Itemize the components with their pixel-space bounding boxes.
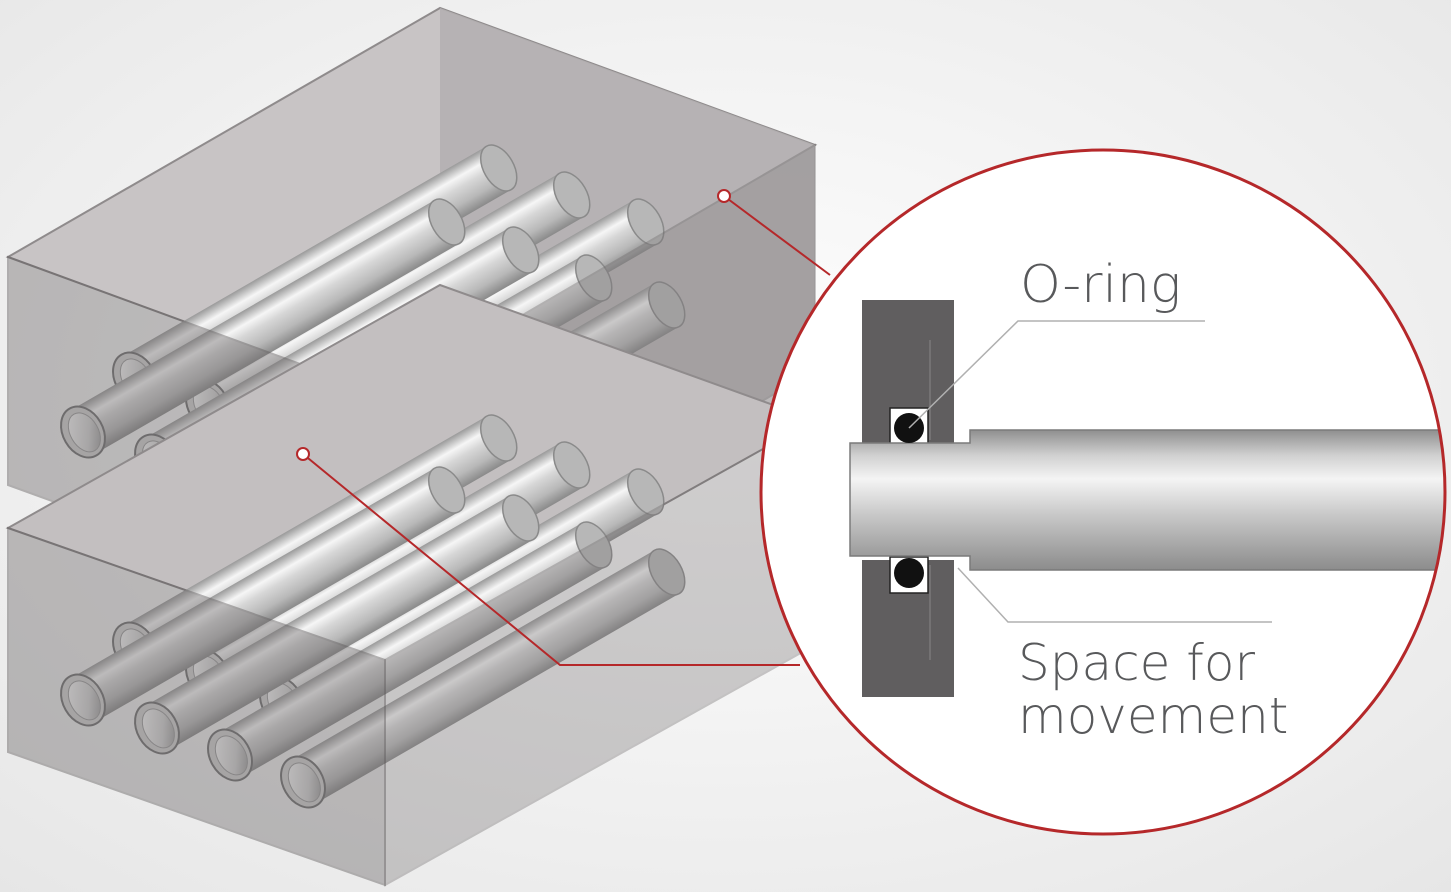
leader-space-for-movement xyxy=(957,567,1272,623)
marker-upper-tube-end xyxy=(717,189,731,203)
oring-lower xyxy=(894,558,924,588)
label-oring: O-ring xyxy=(1020,255,1181,315)
lower-module-front-face xyxy=(7,526,386,887)
leader-tube-end-lower xyxy=(302,453,800,666)
leader-oring xyxy=(908,320,1205,429)
callout-leaders xyxy=(302,195,831,666)
detail-tube xyxy=(849,429,1445,571)
marker-lower-tube-end xyxy=(296,447,310,461)
leader-tube-end-upper xyxy=(723,195,831,276)
label-movement: movement xyxy=(1018,687,1288,745)
detail-circle-border xyxy=(759,148,1447,836)
lower-module xyxy=(5,283,818,887)
label-space-for: Space for xyxy=(1018,634,1255,692)
magnified-detail: O-ring Space for movement xyxy=(759,148,1447,836)
